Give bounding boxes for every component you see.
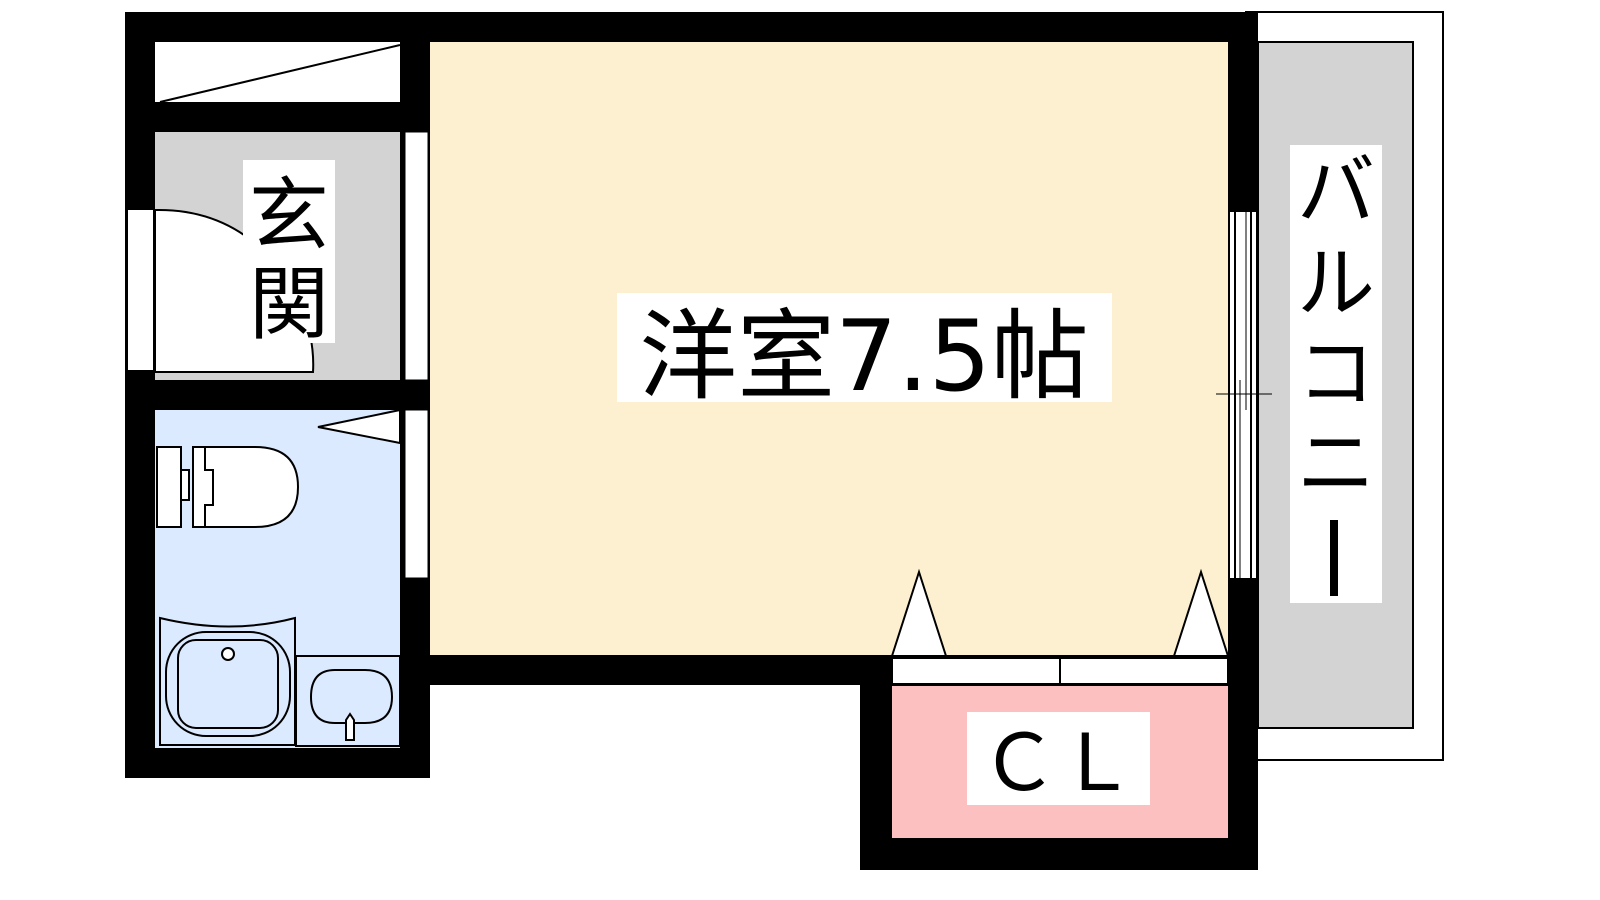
bathroom-door-opening[interactable]: [404, 409, 429, 579]
balcony-label-2: ル: [1297, 239, 1375, 329]
balcony-window[interactable]: [1216, 212, 1272, 578]
balcony-label-4: ニ: [1297, 419, 1375, 509]
entrance-label-2: 関: [249, 258, 329, 351]
bathroom-door-swing: [317, 408, 401, 445]
entrance-label-1: 玄: [249, 169, 329, 262]
closet-label: ＣＬ: [980, 719, 1136, 809]
toilet-icon: [156, 446, 300, 528]
entrance-label-bg: [243, 160, 335, 343]
western-room-label: 洋室7.5帖: [639, 300, 1089, 414]
entrance-window: [404, 131, 429, 381]
balcony-label-5-mark: [1330, 520, 1338, 596]
storage-shelf: [155, 42, 400, 102]
bathtub-icon: [159, 616, 296, 746]
closet-doors[interactable]: [890, 568, 1230, 685]
balcony-label-1: バ: [1297, 147, 1375, 237]
closet-label-bg: [967, 712, 1150, 805]
sink-icon: [295, 655, 401, 747]
western-room-label-bg: [617, 293, 1112, 402]
balcony-label-3: コ: [1297, 329, 1375, 419]
storage-shelf-line: [159, 44, 401, 103]
front-door-opening[interactable]: [128, 210, 153, 370]
